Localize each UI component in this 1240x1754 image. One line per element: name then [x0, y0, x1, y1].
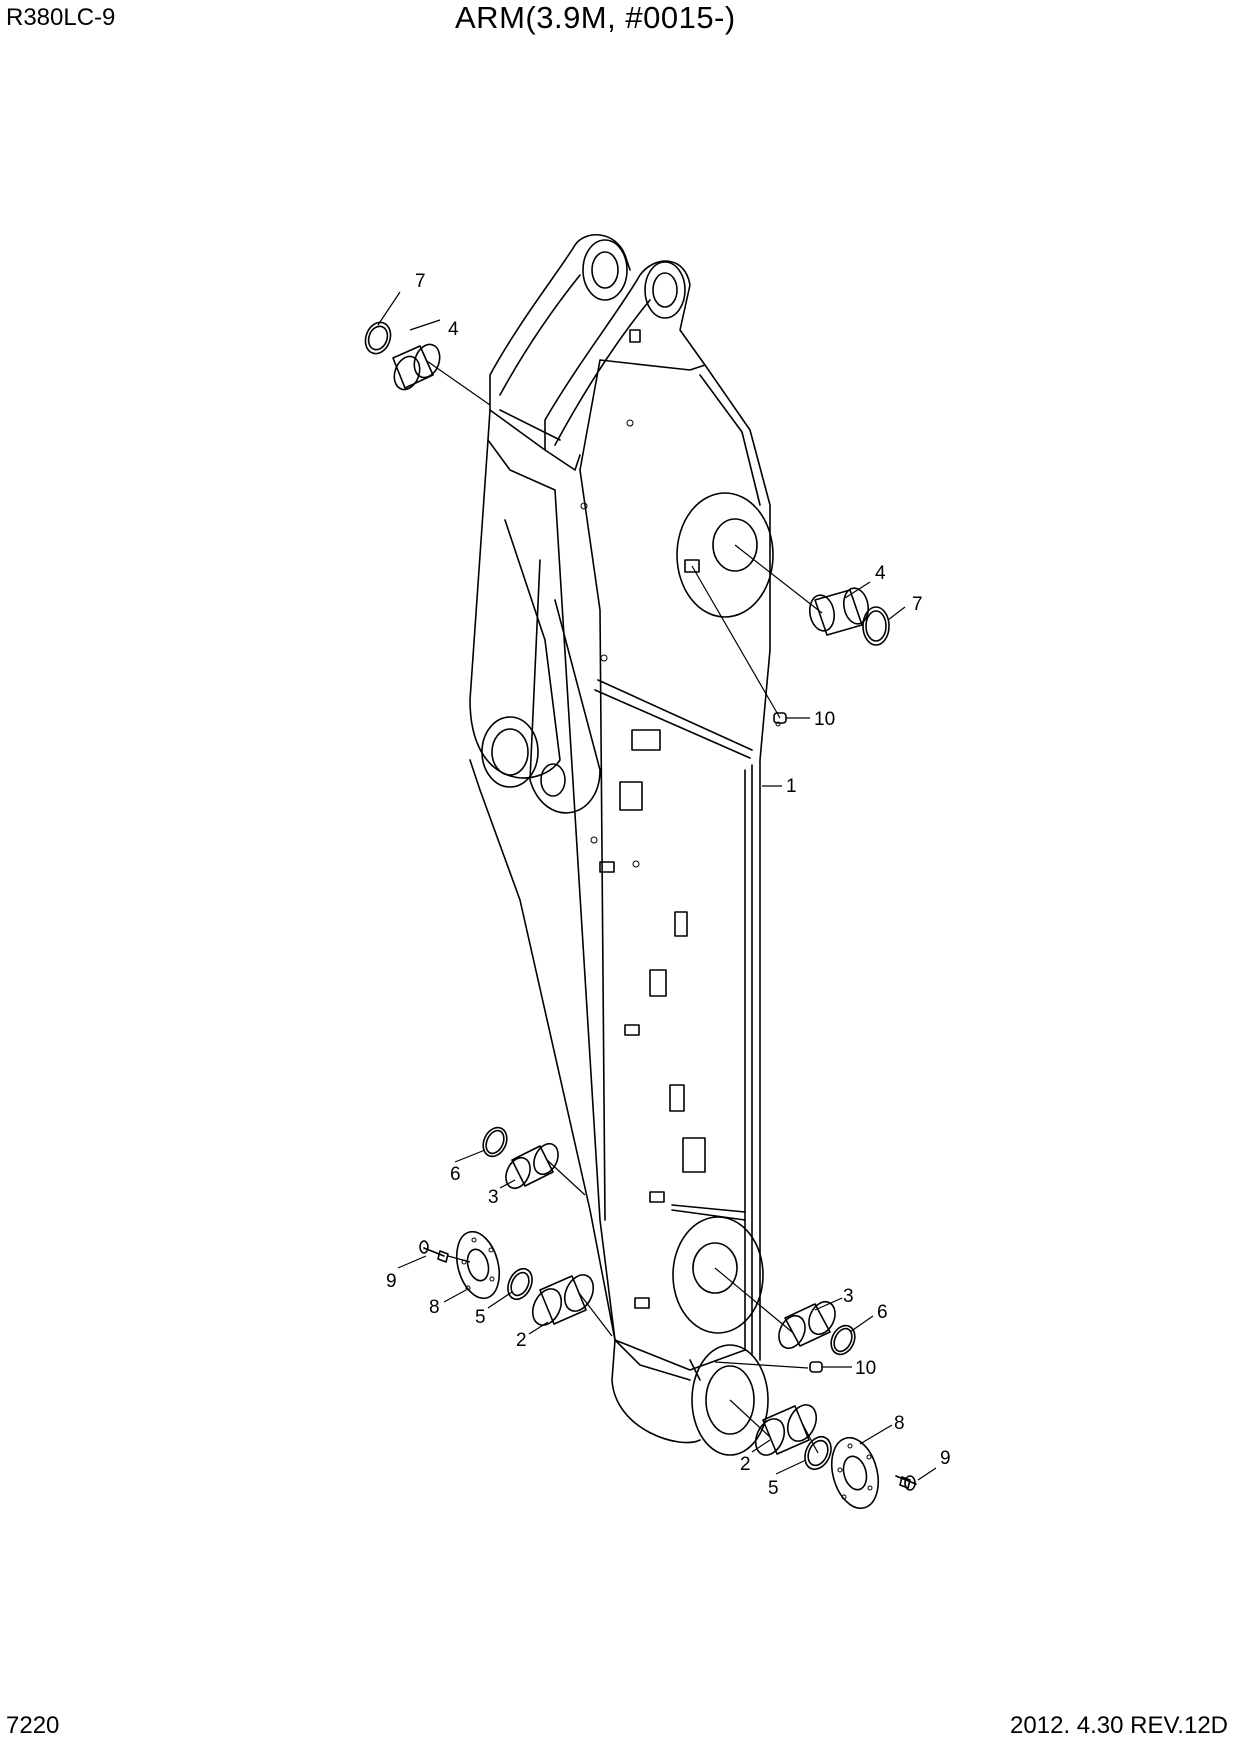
part-5-shim-bottom-right — [804, 1435, 832, 1471]
model-name: R380LC-9 — [6, 4, 116, 31]
leader-lines — [377, 291, 937, 1481]
callout-10-lower: 10 — [855, 1358, 876, 1379]
callout-5-lower-left: 5 — [475, 1307, 486, 1328]
callout-6-lower-left: 6 — [450, 1164, 461, 1185]
callout-5-bottom-right: 5 — [768, 1478, 779, 1499]
part-3-bushing-lower-left — [505, 1142, 559, 1190]
part-8-retainer-plate-lower-left — [455, 1230, 501, 1300]
page-number: 7220 — [6, 1712, 60, 1739]
callout-8-bottom-right: 8 — [894, 1413, 905, 1434]
part-9-bolt-bottom-right — [895, 1475, 917, 1491]
part-6-shim-lower-left — [482, 1126, 508, 1158]
callout-6-lower-right: 6 — [877, 1302, 888, 1323]
callout-10-mid: 10 — [814, 709, 835, 730]
part-7-shim-upper-left — [364, 321, 392, 355]
callout-8-lower-left: 8 — [429, 1297, 440, 1318]
part-2-bushing-lower-left — [531, 1274, 595, 1326]
part-10-grease-fitting-lower — [809, 1361, 823, 1373]
arm-body — [469, 233, 781, 1456]
callout-9-lower-left: 9 — [386, 1271, 397, 1292]
callout-2-lower-left: 2 — [516, 1330, 527, 1351]
part-6-shim-lower-right — [830, 1324, 856, 1356]
callout-3-lower-left: 3 — [488, 1187, 499, 1208]
callout-4-mid-right: 4 — [875, 563, 886, 584]
part-7-shim-mid-right — [862, 606, 890, 646]
callout-2-bottom-right: 2 — [740, 1454, 751, 1475]
part-8-retainer-plate-bottom-right — [830, 1436, 880, 1510]
page-title: ARM(3.9M, #0015-) — [455, 0, 736, 35]
part-5-shim-lower-left — [507, 1267, 533, 1301]
callout-7-upper-left: 7 — [415, 271, 426, 292]
callout-1-arm: 1 — [786, 776, 797, 797]
revision-date: 2012. 4.30 REV.12D — [1010, 1712, 1228, 1739]
part-9-bolt-lower-left — [419, 1240, 449, 1263]
callout-3-lower-right: 3 — [843, 1286, 854, 1307]
part-2-bushing-bottom-right — [754, 1404, 818, 1456]
part-4-bushing-mid-right — [808, 587, 870, 636]
part-3-bushing-lower-right — [778, 1300, 836, 1350]
callout-4-upper-left: 4 — [448, 319, 459, 340]
part-4-bushing-upper-left — [392, 343, 441, 391]
callout-labels: 7 4 4 7 10 1 6 3 9 8 5 2 3 6 10 2 5 8 9 — [386, 271, 951, 1499]
callout-7-mid-right: 7 — [912, 594, 923, 615]
callout-9-bottom-right: 9 — [940, 1448, 951, 1469]
